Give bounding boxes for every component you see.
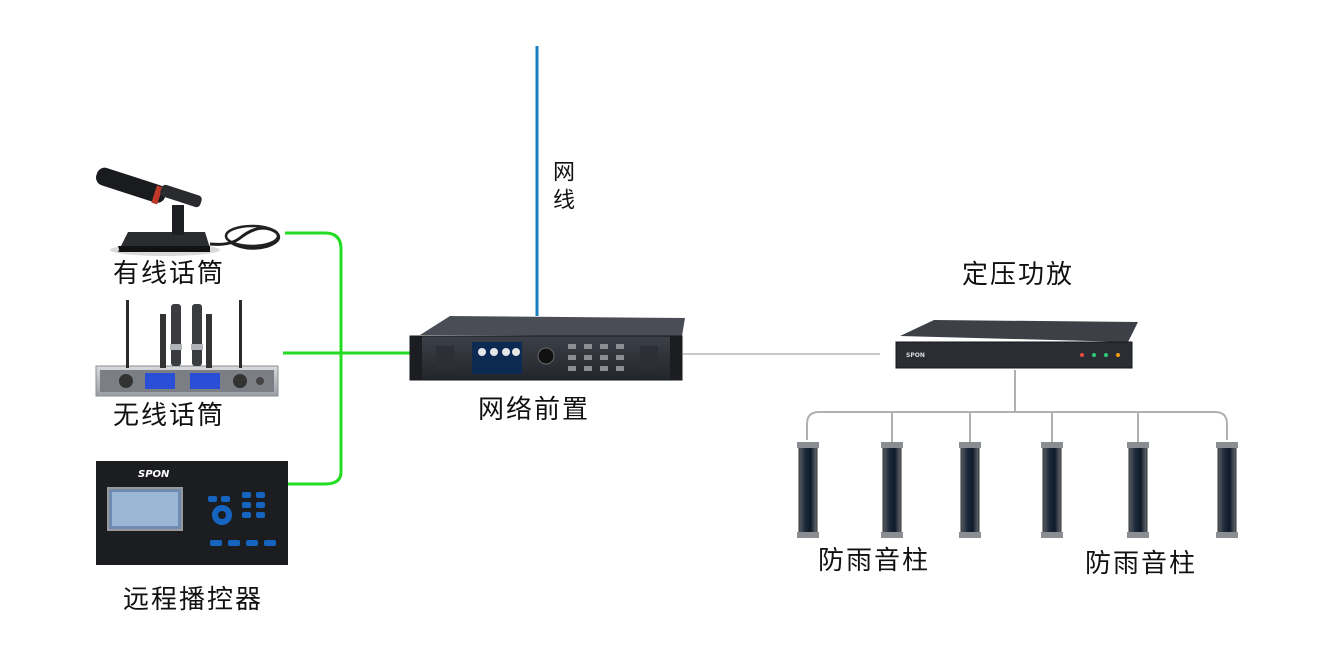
controller-brand-text: SPON <box>138 469 170 480</box>
remote-control-panel-icon: SPON <box>96 461 288 565</box>
label-wireless-mic: 无线话筒 <box>113 401 225 431</box>
column-speaker-icon <box>797 442 819 538</box>
link-wired-mic <box>285 231 343 486</box>
label-amplifier: 定压功放 <box>962 260 1074 290</box>
label-speaker-group-left: 防雨音柱 <box>818 546 930 576</box>
column-speaker-icon <box>1041 442 1063 538</box>
label-network-frontend: 网络前置 <box>478 395 590 425</box>
column-speaker-icon <box>881 442 903 538</box>
rack-unit-icon <box>409 316 685 381</box>
label-network-cable: 网线 <box>549 160 574 216</box>
column-speaker-icon <box>959 442 981 538</box>
connections <box>283 46 1228 486</box>
speaker-bus <box>806 411 1228 440</box>
column-speaker-icon <box>1216 442 1238 538</box>
column-speaker-icon <box>1127 442 1149 538</box>
amplifier-icon: SPON <box>895 320 1138 369</box>
wireless-receiver-icon <box>95 300 279 397</box>
label-wired-mic: 有线话筒 <box>113 259 225 289</box>
amp-brand-text: SPON <box>906 352 925 359</box>
gooseneck-microphone-icon <box>96 167 281 256</box>
speaker-group <box>797 442 1238 538</box>
label-remote-controller: 远程播控器 <box>123 585 263 615</box>
label-speaker-group-right: 防雨音柱 <box>1085 549 1197 579</box>
